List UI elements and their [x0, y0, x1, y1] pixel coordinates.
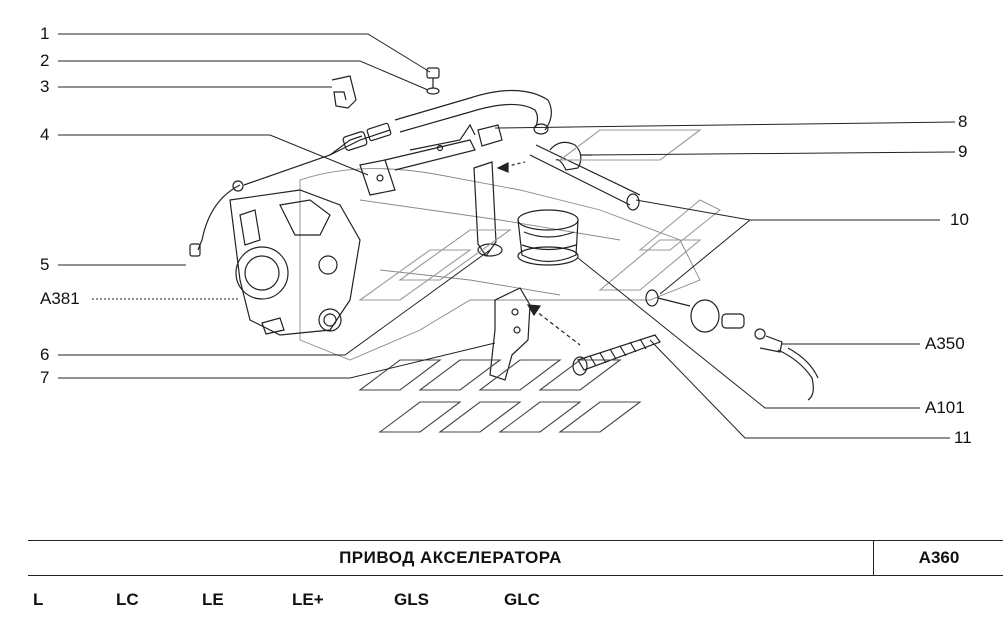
cable-adjuster	[342, 122, 392, 151]
screw	[572, 334, 661, 376]
pedal-lever	[473, 161, 503, 258]
cable-end	[645, 289, 819, 401]
clip-8	[477, 124, 503, 147]
page-title: ПРИВОД АКСЕЛЕРАТОРА	[339, 548, 562, 567]
throttle-cable	[189, 129, 391, 257]
callout-3: 3	[40, 77, 50, 96]
callout-a350: A350	[925, 334, 965, 353]
tube	[394, 89, 641, 211]
bolt	[426, 67, 440, 95]
clip	[331, 75, 357, 109]
accelerator-drive-diagram	[58, 33, 956, 439]
engine-outline	[299, 168, 701, 361]
variant-lc: LC	[116, 590, 139, 609]
callout-6: 6	[40, 345, 50, 364]
callout-8: 8	[958, 112, 968, 131]
callout-10: 10	[950, 210, 969, 229]
throttle-body	[229, 189, 361, 336]
callout-11: 11	[954, 428, 972, 447]
callout-2: 2	[40, 51, 50, 70]
callout-5: 5	[40, 255, 50, 274]
leader-lines	[58, 33, 956, 439]
title-divider	[873, 541, 874, 575]
arrows	[496, 161, 581, 346]
callout-1: 1	[40, 24, 50, 43]
pedal-bracket	[359, 123, 476, 196]
callout-a101: A101	[925, 398, 965, 417]
variant-glc: GLC	[504, 590, 540, 609]
variant-l: L	[33, 590, 44, 609]
variant-gls: GLS	[394, 590, 429, 609]
damper-boot	[517, 209, 579, 266]
callout-7: 7	[40, 368, 50, 387]
hatch-pattern	[358, 129, 722, 433]
callout-a381: A381	[40, 289, 80, 308]
pedal-support	[489, 287, 531, 381]
section-code: A360	[918, 548, 960, 567]
variant-le-plus: LE+	[292, 590, 324, 609]
title-block: ПРИВОД АКСЕЛЕРАТОРА A360	[28, 540, 1003, 576]
callout-4: 4	[40, 125, 50, 144]
clamp-9	[549, 141, 592, 171]
callout-9: 9	[958, 142, 968, 161]
variant-le: LE	[202, 590, 224, 609]
